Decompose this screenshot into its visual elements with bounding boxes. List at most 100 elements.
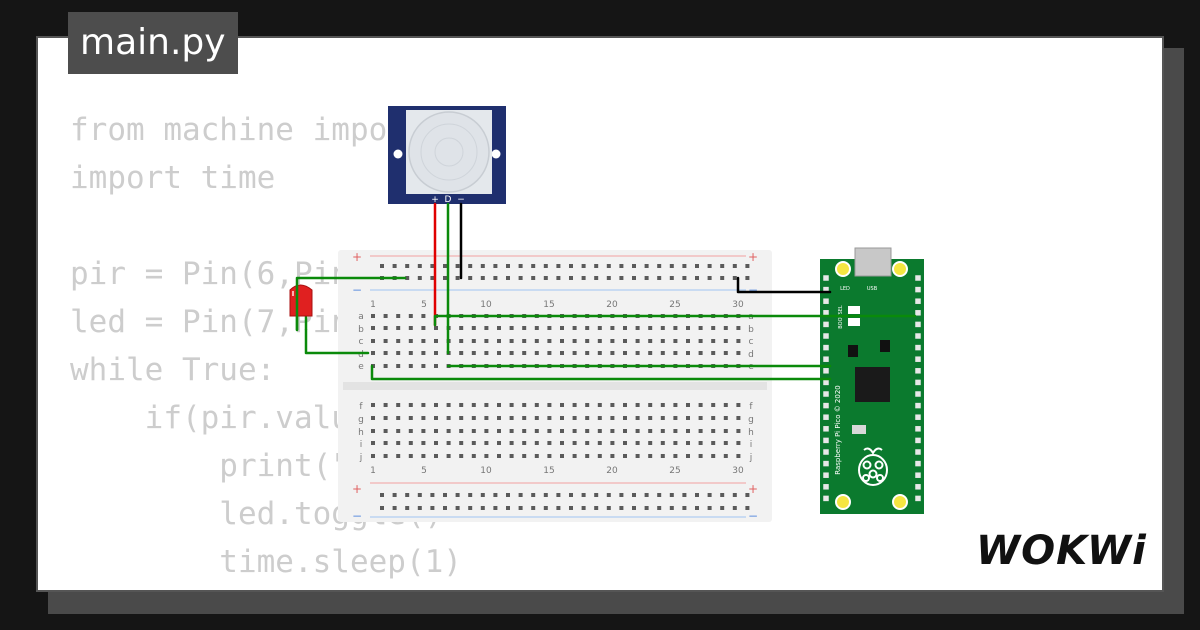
pico-pin[interactable] (913, 447, 923, 457)
breadboard-hole (383, 314, 388, 318)
pico-pin[interactable] (821, 470, 831, 480)
rail-hole (720, 276, 725, 280)
rail-hole (417, 493, 422, 497)
pico-pin[interactable] (913, 354, 923, 364)
pico-pin[interactable] (821, 447, 831, 457)
breadboard-hole (497, 339, 501, 343)
breadboard-hole (383, 454, 388, 458)
pico-pin[interactable] (913, 331, 923, 341)
rail-hole (405, 264, 410, 268)
breadboard-hole (610, 339, 615, 343)
pico-pin[interactable] (821, 494, 831, 503)
pico-pin[interactable] (913, 424, 923, 434)
rail-hole (543, 493, 548, 497)
wire-led-to-pico[interactable] (370, 364, 832, 381)
code-line: while True: (70, 352, 276, 388)
breadboard-hole (560, 403, 564, 407)
row-letter: b (748, 325, 754, 335)
pico-pin[interactable] (821, 412, 831, 422)
breadboard-hole (484, 403, 489, 407)
breadboard-hole (434, 403, 438, 407)
breadboard-hole (660, 454, 665, 458)
breadboard-hole (597, 351, 602, 355)
breadboard-hole (723, 454, 728, 458)
breadboard-hole (522, 351, 527, 355)
pico-pin[interactable] (913, 320, 923, 329)
pico-pin[interactable] (821, 343, 831, 352)
breadboard-hole (522, 326, 527, 330)
pico-pin[interactable] (913, 296, 923, 306)
rail-hole (657, 264, 662, 268)
pico-pin[interactable] (913, 482, 923, 492)
pico-pin[interactable] (821, 401, 831, 410)
rail-hole (392, 264, 397, 268)
col-number: 15 (543, 466, 554, 476)
pico-pin[interactable] (821, 320, 831, 329)
file-tab[interactable]: main.py (68, 12, 238, 74)
pico-pin[interactable] (821, 459, 831, 468)
wire-vcc-to-pico[interactable] (433, 314, 917, 327)
pico-pin[interactable] (821, 436, 831, 445)
breadboard-hole (560, 351, 564, 355)
pico-pin[interactable] (821, 389, 831, 399)
rail-hole (443, 493, 447, 497)
breadboard-hole (446, 454, 451, 458)
rail-hole (695, 506, 699, 510)
rail-hole (468, 276, 473, 280)
pico-pin[interactable] (913, 459, 923, 468)
pico-pin[interactable] (913, 308, 923, 318)
rail-hole (657, 506, 662, 510)
pico-pin[interactable] (821, 273, 831, 283)
rail-hole (669, 506, 674, 510)
rail-hole (581, 493, 586, 497)
breadboard-hole (723, 339, 728, 343)
usb-port (854, 247, 892, 277)
wire-led-cathode[interactable] (295, 276, 407, 332)
col-number: 5 (421, 466, 427, 476)
rail-minus-symbol: − (352, 283, 362, 297)
breadboard-hole (610, 351, 615, 355)
rail-hole (493, 264, 498, 268)
pico-pin[interactable] (913, 494, 923, 503)
pico-pin[interactable] (913, 343, 923, 352)
breadboard-column-numbers-top: 1 5 10 15 20 25 30 (370, 300, 744, 310)
breadboard-hole (497, 416, 501, 420)
pir-sensor[interactable]: + D − (388, 106, 506, 205)
breadboard-hole (547, 326, 552, 330)
pico-pin[interactable] (821, 482, 831, 492)
wire-gnd-to-pico[interactable] (736, 276, 832, 294)
row-letter: i (360, 440, 363, 450)
pico-pin[interactable] (821, 366, 831, 376)
breadboard-hole (648, 429, 653, 433)
pico-pin[interactable] (913, 366, 923, 376)
raspberry-pi-pico[interactable]: LED USB BOOTSEL Raspberry Pi Pico © 2020 (820, 247, 924, 514)
pico-pin[interactable] (821, 354, 831, 364)
rail-hole (707, 264, 712, 268)
pico-pin[interactable] (913, 389, 923, 399)
rail-hole (493, 493, 498, 497)
breadboard-hole (446, 441, 451, 445)
rail-hole (732, 506, 737, 510)
pico-pin[interactable] (913, 378, 923, 387)
breadboard-hole (534, 416, 539, 420)
red-led[interactable] (289, 284, 313, 330)
rail-hole (417, 276, 422, 280)
breadboard-hole (408, 326, 413, 330)
pico-pin[interactable] (913, 412, 923, 422)
pico-pin[interactable] (913, 273, 923, 283)
wire-led-anode[interactable] (304, 328, 370, 355)
rail-hole (518, 493, 523, 497)
pico-pin[interactable] (913, 401, 923, 410)
pico-pin[interactable] (821, 424, 831, 434)
pico-pin[interactable] (821, 296, 831, 306)
pico-pin[interactable] (913, 285, 923, 294)
col-number: 20 (606, 300, 618, 310)
breadboard-hole (623, 326, 627, 330)
breadboard-hole (572, 416, 577, 420)
pico-pin[interactable] (913, 470, 923, 480)
pico-pin[interactable] (821, 331, 831, 341)
pico-pin[interactable] (913, 436, 923, 445)
rail-hole (720, 506, 725, 510)
breadboard-hole (711, 416, 716, 420)
rail-hole (732, 264, 737, 268)
